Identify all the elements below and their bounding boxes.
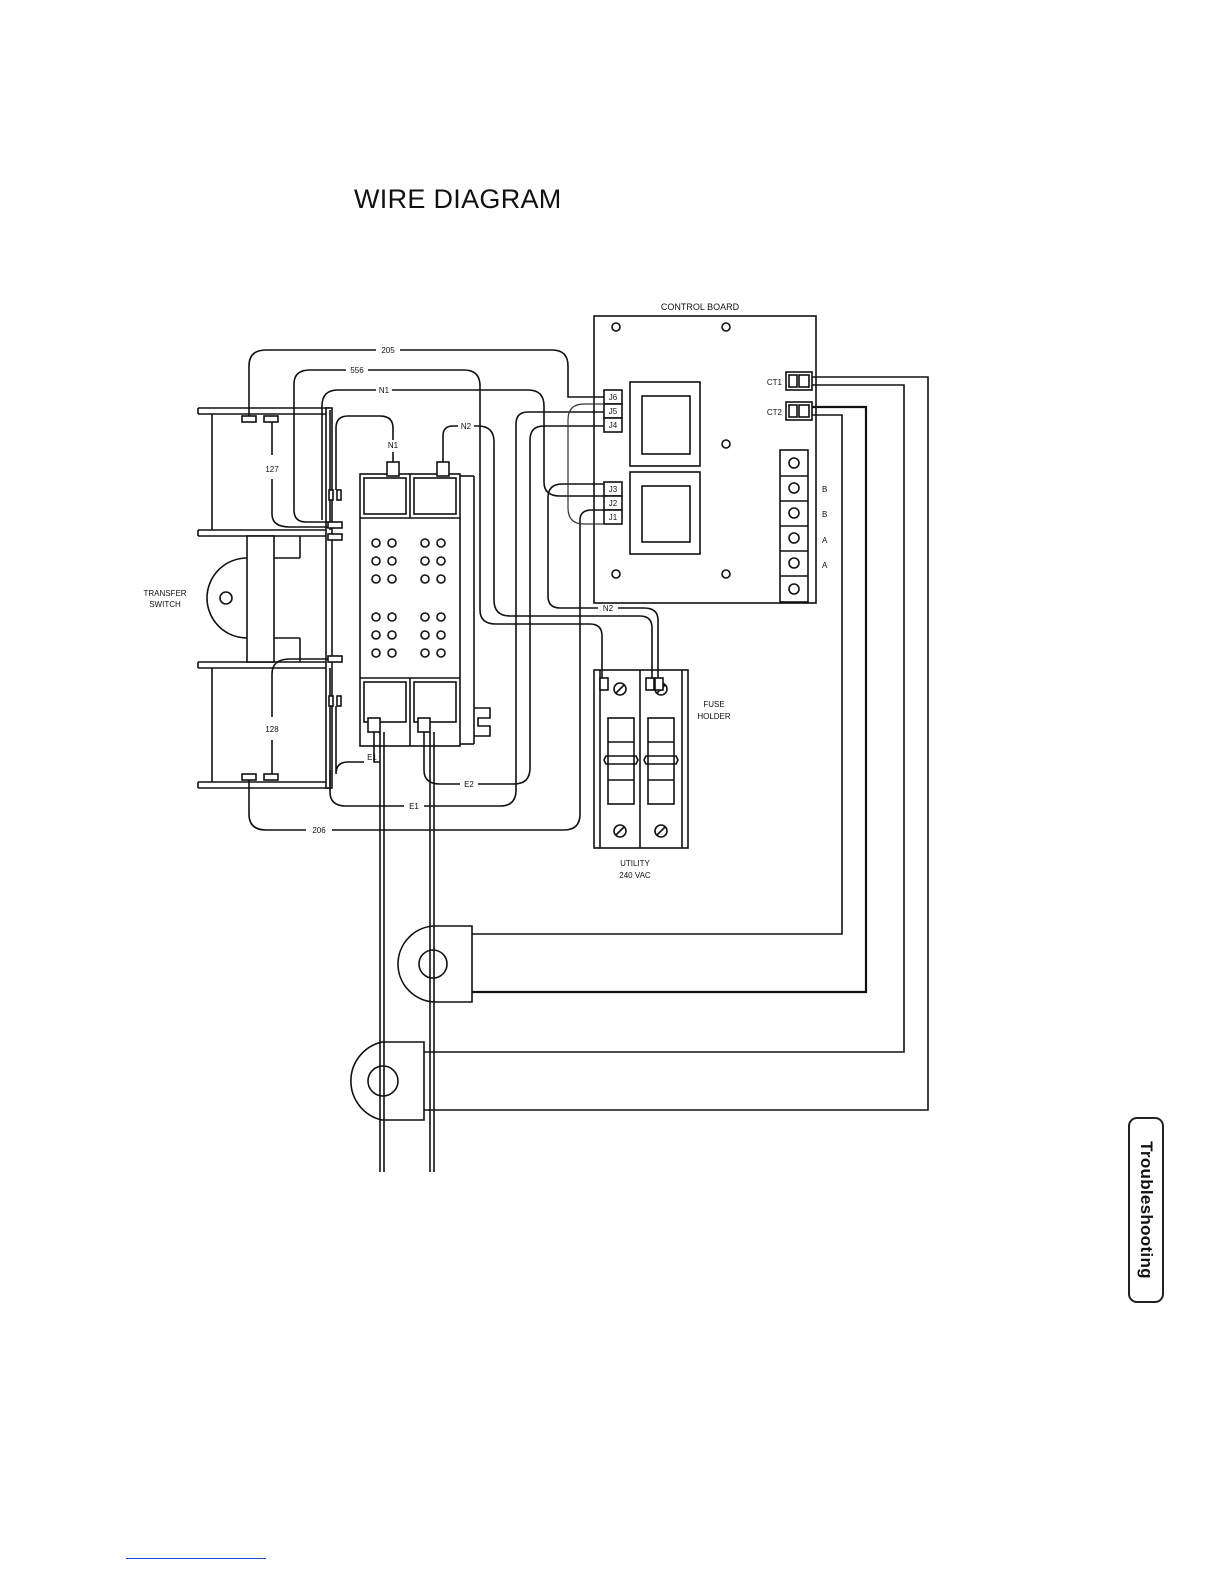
- terminal-b2-label: B: [822, 510, 827, 519]
- current-transformer-lower: [351, 1042, 424, 1120]
- footer-rule: [126, 1558, 266, 1559]
- terminal-a1-label: A: [822, 536, 828, 545]
- coil-128-label: 128: [265, 725, 279, 734]
- wire-205: [249, 350, 604, 416]
- connector-j3-label: J3: [609, 485, 618, 494]
- wire-n2-top-label: N2: [461, 422, 472, 431]
- transfer-switch-label-line1: TRANSFER: [143, 589, 186, 598]
- transfer-switch-label-line2: SWITCH: [149, 600, 181, 609]
- ct1-label: CT1: [767, 378, 783, 387]
- wire-n1-contact-label: N1: [388, 441, 399, 450]
- utility-label-line1: UTILITY: [620, 859, 650, 868]
- wire-205-label: 205: [381, 346, 395, 355]
- wire-e2-label: E2: [464, 780, 474, 789]
- wire-n1-top-label: N1: [379, 386, 390, 395]
- fuse-holder-label-line2: HOLDER: [697, 712, 731, 721]
- transfer-switch: [198, 408, 490, 788]
- wire-e1-outer-label: E1: [409, 802, 419, 811]
- terminal-b1-label: B: [822, 485, 827, 494]
- wire-128: [272, 659, 328, 774]
- connector-j1-label: J1: [609, 513, 618, 522]
- connector-j2-label: J2: [609, 499, 618, 508]
- control-board: [594, 316, 816, 603]
- terminal-a2-label: A: [822, 561, 828, 570]
- wire-127: [272, 422, 328, 527]
- current-transformer-upper: [398, 926, 472, 1002]
- fuse-holder-label-line1: FUSE: [703, 700, 724, 709]
- fuse-holder: [594, 670, 688, 848]
- connector-j4-label: J4: [609, 421, 618, 430]
- utility-label-line2: 240 VAC: [619, 871, 651, 880]
- coil-127-label: 127: [265, 465, 279, 474]
- connector-j6-label: J6: [609, 393, 618, 402]
- ct2-label: CT2: [767, 408, 783, 417]
- wire-n2-bottom-label: N2: [603, 604, 614, 613]
- wire-556-label: 556: [350, 366, 364, 375]
- troubleshooting-tab[interactable]: Troubleshooting: [1128, 1117, 1164, 1303]
- control-board-label: CONTROL BOARD: [661, 302, 740, 312]
- wire-206-label: 206: [312, 826, 326, 835]
- wire-e1-inner-label: E1: [367, 753, 377, 762]
- troubleshooting-tab-label: Troubleshooting: [1136, 1141, 1156, 1279]
- connector-j5-label: J5: [609, 407, 618, 416]
